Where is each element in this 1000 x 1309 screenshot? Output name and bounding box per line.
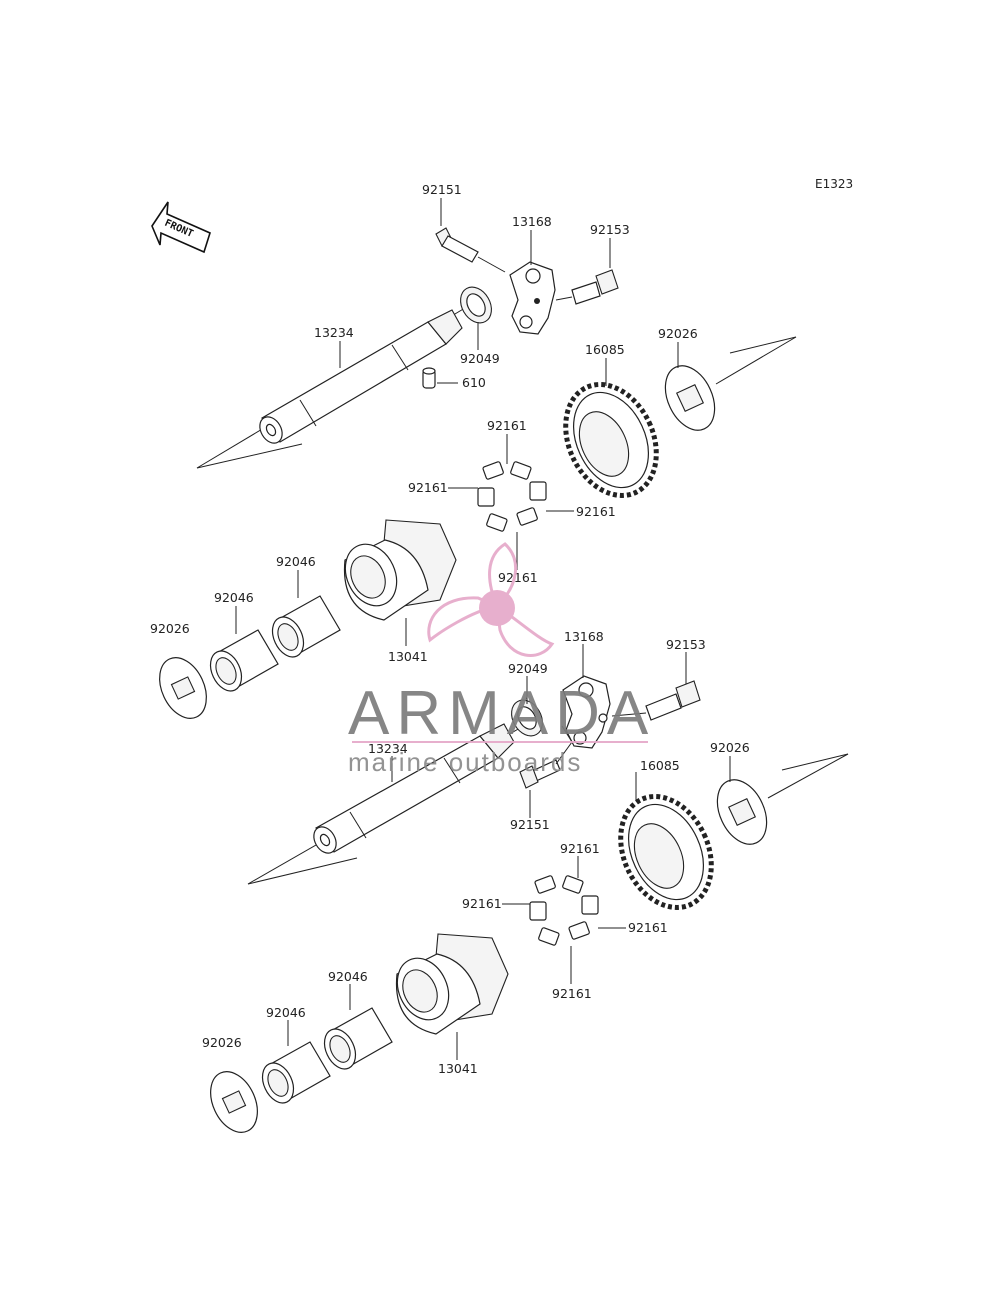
label-92153-lower: 92153 bbox=[666, 637, 706, 652]
label-92026-lower-left: 92026 bbox=[202, 1035, 242, 1050]
label-13234-lower: 13234 bbox=[368, 741, 408, 756]
lever-13168-lower bbox=[562, 675, 611, 749]
hub-13041-upper bbox=[343, 519, 457, 621]
label-13041-lower: 13041 bbox=[438, 1061, 478, 1076]
label-92046-upper-b: 92046 bbox=[276, 554, 316, 569]
gear-16085-upper bbox=[563, 336, 797, 498]
washer-92026-lower-left bbox=[210, 1071, 258, 1133]
label-92151-upper: 92151 bbox=[422, 182, 462, 197]
watermark-subtitle: marine outboards bbox=[348, 747, 582, 777]
hub-13041-lower bbox=[395, 933, 509, 1035]
label-13041-upper: 13041 bbox=[388, 649, 428, 664]
label-92026-lower-right: 92026 bbox=[710, 740, 750, 755]
shaft-13234-upper bbox=[259, 309, 463, 444]
gear-16085-lower bbox=[618, 753, 849, 910]
armada-watermark: ARMADA marine outboards bbox=[348, 542, 655, 777]
label-92151-lower: 92151 bbox=[510, 817, 550, 832]
diagram-ref-code: E1323 bbox=[815, 177, 853, 191]
label-13234-upper: 13234 bbox=[314, 325, 354, 340]
label-92049-lower: 92049 bbox=[508, 661, 548, 676]
label-92026-upper-left: 92026 bbox=[150, 621, 190, 636]
washer-92026-upper-left bbox=[159, 657, 207, 719]
lower-assembly bbox=[210, 644, 849, 1133]
lower-labels: 13168 92153 92049 13234 16085 92026 9215… bbox=[202, 629, 750, 1076]
pin-610-upper bbox=[422, 367, 436, 389]
needle-bearing-92046-upper-b bbox=[271, 595, 341, 658]
label-92161-upper-right: 92161 bbox=[576, 504, 616, 519]
bolt-92153-lower bbox=[611, 680, 701, 721]
label-16085-lower: 16085 bbox=[640, 758, 680, 773]
label-92161-upper-top: 92161 bbox=[487, 418, 527, 433]
bearing-rollers-92161-upper bbox=[477, 461, 547, 532]
front-arrow-icon: FRONT bbox=[151, 201, 211, 254]
upper-labels: 92151 13168 92153 13234 92049 610 16085 … bbox=[150, 182, 698, 664]
watermark-title: ARMADA bbox=[348, 679, 655, 748]
label-13168-lower: 13168 bbox=[564, 629, 604, 644]
bolt-92151-upper bbox=[435, 227, 506, 273]
label-92161-lower-top: 92161 bbox=[560, 841, 600, 856]
label-92049-upper: 92049 bbox=[460, 351, 500, 366]
label-92161-upper-left: 92161 bbox=[408, 480, 448, 495]
label-610-upper: 610 bbox=[462, 375, 486, 390]
needle-bearing-92046-lower-b bbox=[323, 1007, 393, 1070]
lever-13168-upper bbox=[509, 261, 556, 335]
bolt-92153-upper bbox=[555, 269, 619, 305]
label-92161-lower-left: 92161 bbox=[462, 896, 502, 911]
bolt-92151-lower bbox=[519, 725, 573, 789]
label-13168-upper: 13168 bbox=[512, 214, 552, 229]
seal-92049-lower bbox=[511, 699, 543, 737]
label-92153-upper: 92153 bbox=[590, 222, 630, 237]
label-92161-upper-bottom: 92161 bbox=[498, 570, 538, 585]
label-92026-upper-right: 92026 bbox=[658, 326, 698, 341]
label-92161-lower-bottom: 92161 bbox=[552, 986, 592, 1001]
label-92046-lower-a: 92046 bbox=[266, 1005, 306, 1020]
label-92161-lower-right: 92161 bbox=[628, 920, 668, 935]
propeller-logo-icon bbox=[427, 542, 555, 657]
needle-bearing-92046-upper-a bbox=[209, 629, 279, 692]
label-92046-upper-a: 92046 bbox=[214, 590, 254, 605]
label-16085-upper: 16085 bbox=[585, 342, 625, 357]
washer-92026-lower-right bbox=[716, 779, 768, 845]
needle-bearing-92046-lower-a bbox=[261, 1041, 331, 1104]
bearing-rollers-92161-lower bbox=[529, 875, 599, 946]
seal-92049-upper bbox=[460, 286, 492, 324]
upper-assembly bbox=[159, 198, 797, 719]
label-92046-lower-b: 92046 bbox=[328, 969, 368, 984]
washer-92026-upper-right bbox=[664, 365, 716, 431]
